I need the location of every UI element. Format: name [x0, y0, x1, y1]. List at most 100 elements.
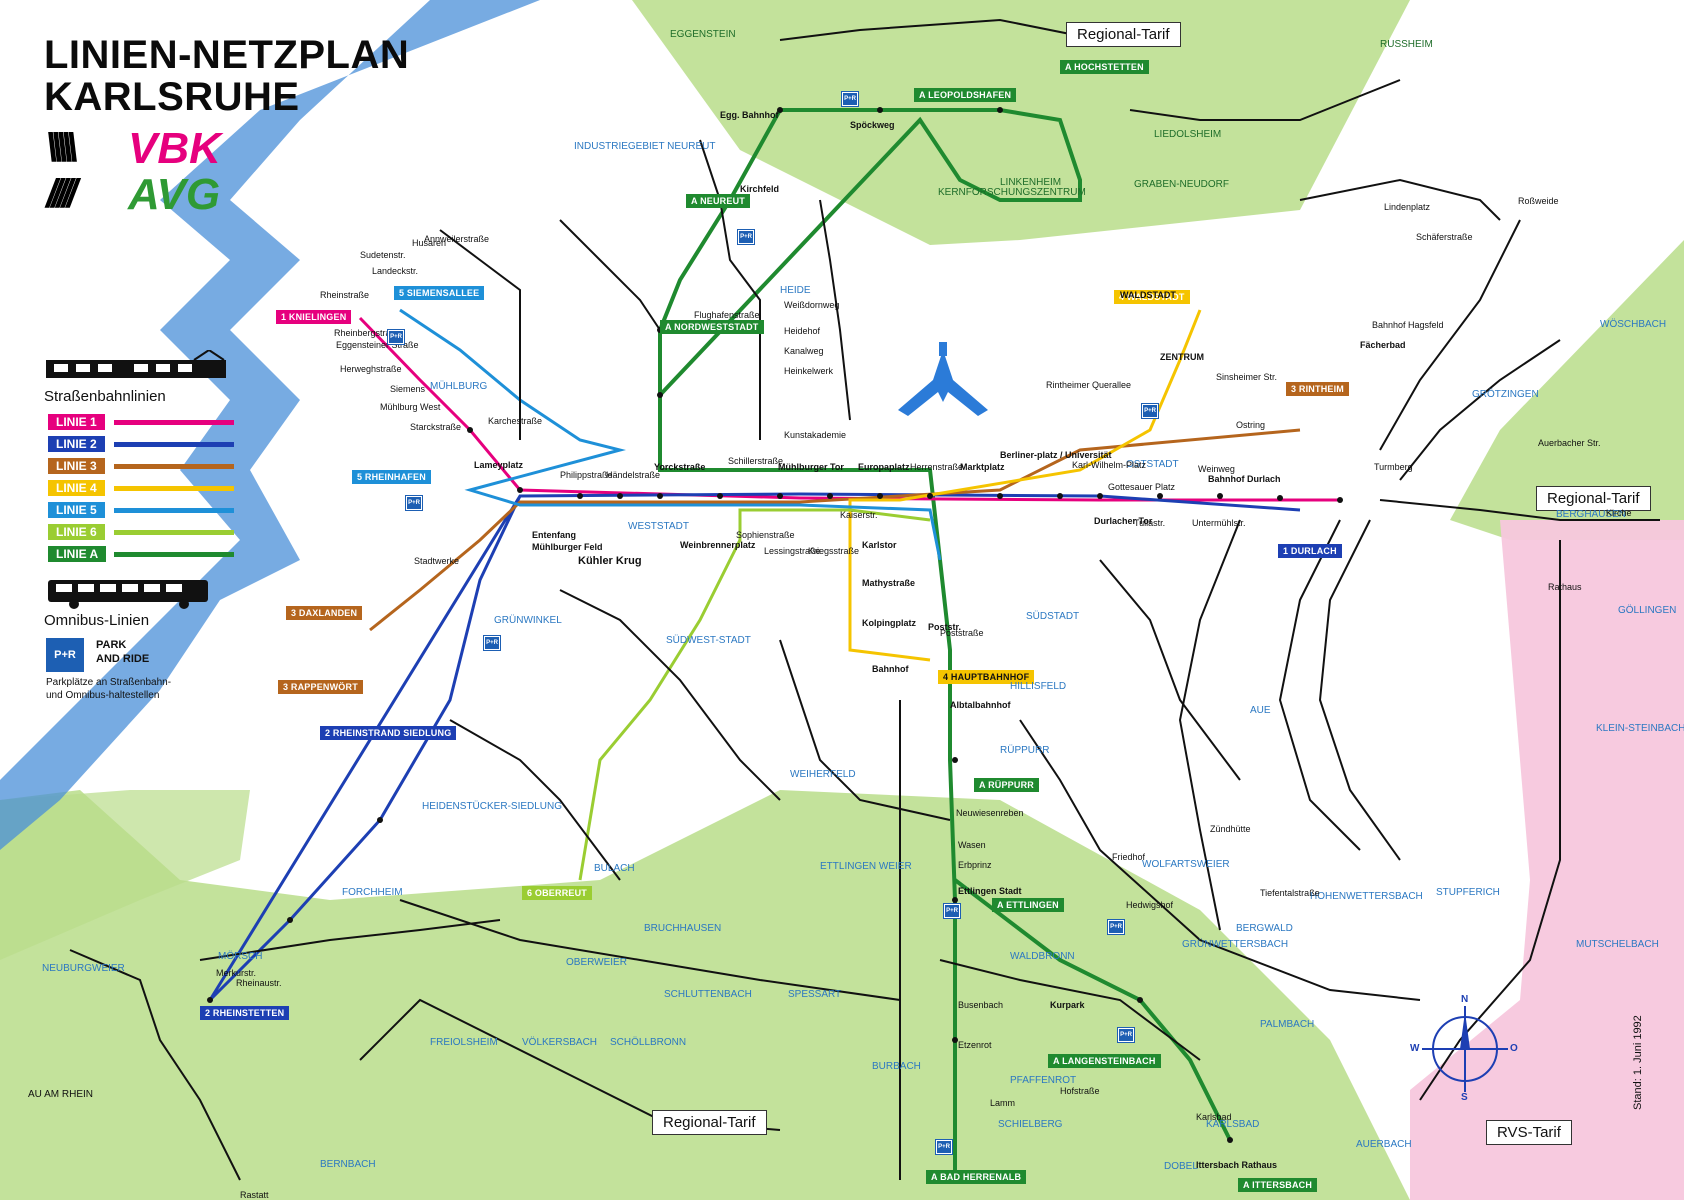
park-ride-marker-icon: P+R — [943, 903, 961, 919]
legend-line-3-swatch — [114, 464, 234, 469]
stop-label: Gottesauer Platz — [1108, 482, 1176, 492]
legend-line-a-swatch — [114, 552, 234, 557]
district-label: HILLISFELD — [1010, 681, 1067, 692]
stop-label: Lameyplatz — [474, 460, 524, 470]
district-label: FORCHHEIM — [342, 887, 403, 898]
stop-label: Karlsbad — [1196, 1112, 1232, 1122]
line-4-route — [848, 309, 1202, 662]
stop-label: Friedhof — [1112, 852, 1146, 862]
stop-label: Eggensteiner Straße — [336, 340, 419, 350]
district-label: SCHLUTTENBACH — [664, 989, 752, 1000]
stop-label: Stadtwerke — [414, 556, 460, 566]
vbk-logo: VBK — [128, 124, 221, 173]
stop-label: Spöckweg — [850, 120, 895, 130]
terminus-badge: A ETTLINGEN — [992, 898, 1064, 912]
terminus-badge: A LEOPOLDSHAFEN — [914, 88, 1017, 102]
district-label: BULACH — [594, 863, 635, 874]
compass-icon — [1422, 1006, 1508, 1092]
legend-line-5-swatch — [114, 508, 234, 513]
stop-label: Berliner-platz / Universität — [1000, 450, 1112, 460]
legend-line-a-label: LINIE A — [48, 546, 107, 562]
district-label: HEIDENSTÜCKER-SIEDLUNG — [422, 801, 563, 812]
stop-label: Herrenstraße — [910, 462, 964, 472]
district-label: KLEIN-STEINBACH — [1596, 723, 1684, 734]
stop-label: Merkurstr. — [216, 968, 257, 978]
district-label: OBERWEIER — [566, 957, 627, 968]
park-ride-title-1: PARK — [96, 639, 127, 651]
stop-label: Erbprinz — [958, 860, 992, 870]
district-label: AUERBACH — [1356, 1139, 1412, 1150]
district-label: MÜHLBURG — [430, 381, 488, 392]
legend-line-5-label: LINIE 5 — [48, 502, 105, 518]
district-label: FREIOLSHEIM — [430, 1037, 498, 1048]
terminus-badge: 4 WALDSTADT — [1114, 290, 1190, 304]
stop-label: Weinweg — [1198, 464, 1235, 474]
district-label: WEIHERFELD — [790, 769, 856, 780]
stop-label: Kühler Krug — [578, 555, 642, 567]
stop-label: Roßweide — [1518, 196, 1559, 206]
stop-label: Karchestraße — [488, 416, 543, 426]
stop-label: Poststr. — [928, 622, 962, 632]
district-label: STUPFERICH — [1436, 887, 1500, 898]
regional-tarif-label-right: Regional-Tarif — [1536, 486, 1651, 511]
legend-line-4-swatch — [114, 486, 234, 491]
legend-line-a: LINIE A — [44, 546, 234, 563]
terminus-badge: 5 SIEMENSALLEE — [394, 286, 485, 300]
stop-label: Ittersbach Rathaus — [1196, 1160, 1278, 1170]
park-ride-title-2: AND RIDE — [96, 653, 150, 665]
district-label: VÖLKERSBACH — [522, 1037, 598, 1048]
park-ride-icon: P+R — [46, 638, 84, 672]
terminus-badge: 4 HAUPTBAHNHOF — [938, 670, 1035, 684]
district-label: WALDBRONN — [1010, 951, 1075, 962]
compass-south: S — [1461, 1092, 1468, 1103]
terminus-badge: 2 RHEINSTETTEN — [200, 1006, 290, 1020]
stop-label: Albtalbahnhof — [950, 700, 1011, 710]
stop-label: Entenfang — [532, 530, 576, 540]
line-3-route — [369, 428, 1301, 632]
district-label: BRUCHHAUSEN — [644, 923, 722, 934]
terminus-badge: A BAD HERRENALB — [926, 1170, 1027, 1184]
stop-label: Heinkelwerk — [784, 366, 834, 376]
regional-zone-north — [632, 0, 1410, 245]
district-label: GRÜNWINKEL — [494, 615, 562, 626]
stop-label: Egg. Bahnhof — [720, 110, 779, 120]
terminus-badge: 3 RINTHEIM — [1286, 382, 1350, 396]
rvs-zone — [1410, 520, 1684, 1200]
stop-label: Kriegsstraße — [808, 546, 860, 556]
stop-label: Schäferstraße — [1416, 232, 1473, 242]
compass-north: N — [1461, 994, 1469, 1005]
district-label: WALDSTADT — [1120, 290, 1176, 300]
stop-label: Sophienstraße — [736, 530, 795, 540]
stop-label: Rintheimer Querallee — [1046, 380, 1132, 390]
stop-label: Auerbacher Str. — [1538, 438, 1601, 448]
stop-label: Sudetenstr. — [360, 250, 406, 260]
stop-label: Poststraße — [940, 628, 984, 638]
district-label: WESTSTADT — [628, 521, 689, 532]
park-ride-description: Parkplätze an Straßenbahn- und Omnibus-h… — [46, 677, 172, 701]
vbk-logo-stripes: \\\\\ — [46, 126, 77, 170]
stop-label: Bahnhof Hagsfeld — [1372, 320, 1444, 330]
terminus-badge: A ITTERSBACH — [1238, 1178, 1318, 1192]
stop-label: Europaplatz — [858, 462, 910, 472]
district-label: RÜPPURR — [1000, 745, 1050, 756]
district-label: AU AM RHEIN — [28, 1089, 94, 1100]
stop-label: Schillerstraße — [728, 456, 784, 466]
operator-logos: \\\\\ VBK ///// AVG — [46, 126, 236, 218]
stop-label: Bahnhof Durlach — [1208, 474, 1281, 484]
compass-west: W — [1410, 1043, 1420, 1054]
park-ride-marker-icon: P+R — [1107, 919, 1125, 935]
stop-label: Starckstraße — [410, 422, 462, 432]
district-label: ZENTRUM — [1160, 352, 1204, 362]
stop-label: Karl-Wilhelm-Platz — [1072, 460, 1147, 470]
legend-line-3: LINIE 3 — [44, 458, 234, 475]
stop-label: Rheinaustr. — [236, 978, 282, 988]
stop-label: Landeckstr. — [372, 266, 419, 276]
district-label: ETTLINGEN WEIER — [820, 861, 912, 872]
bus-icon — [48, 580, 208, 609]
regional-tarif-label-top: Regional-Tarif — [1066, 22, 1181, 47]
stop-label: Hofstraße — [1060, 1086, 1100, 1096]
stop-label: Rheinstraße — [320, 290, 370, 300]
stop-label: Rastatt — [240, 1190, 269, 1200]
stop-label: Händelstraße — [606, 470, 661, 480]
